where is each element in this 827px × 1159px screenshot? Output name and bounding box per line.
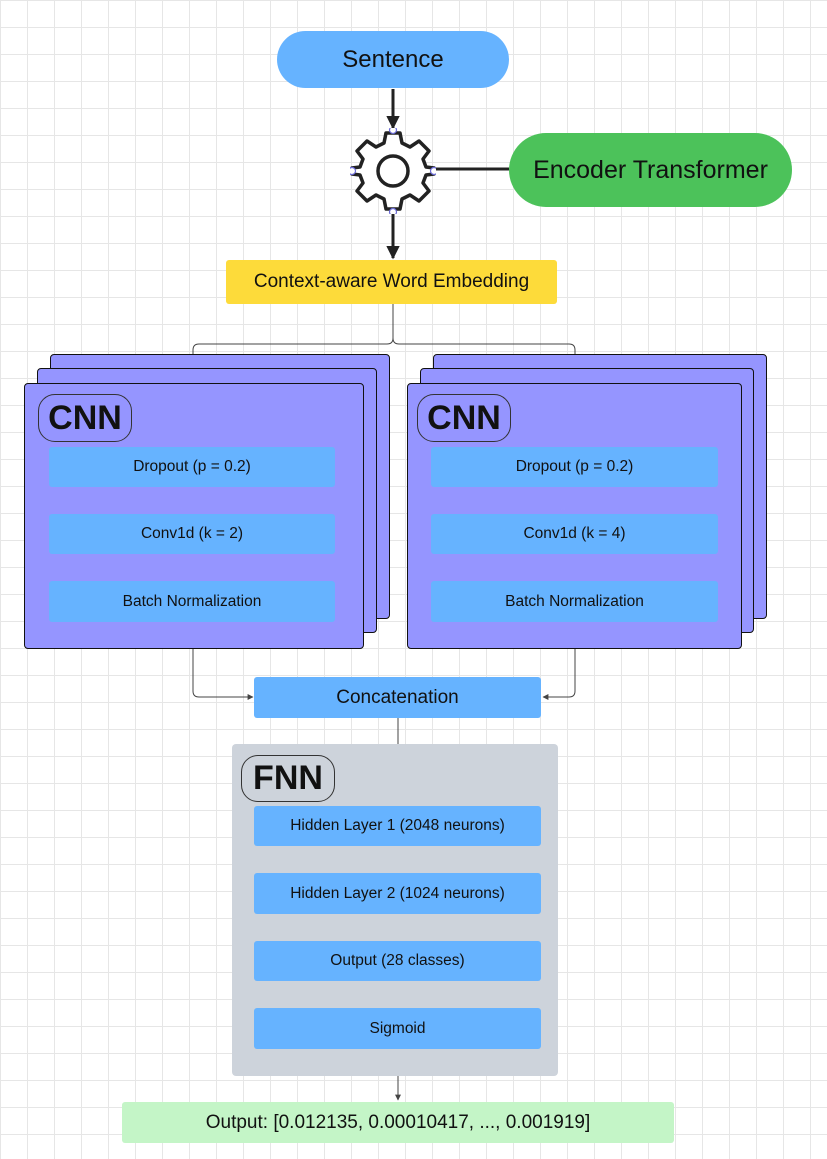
cnn-right-batchnorm: Batch Normalization	[431, 581, 718, 622]
embedding-node: Context-aware Word Embedding	[226, 260, 557, 304]
arrow-embedding-to-cnn-left	[190, 304, 394, 446]
encoder-transformer-node: Encoder Transformer	[509, 133, 792, 207]
cnn-right-dropout: Dropout (p = 0.2)	[431, 447, 718, 487]
final-output-node: Output: [0.012135, 0.00010417, ..., 0.00…	[122, 1102, 674, 1143]
fnn-hidden-layer-1: Hidden Layer 1 (2048 neurons)	[254, 806, 541, 846]
gear-icon	[350, 128, 436, 214]
sentence-node: Sentence	[277, 31, 509, 88]
cnn-left-batchnorm: Batch Normalization	[49, 581, 335, 622]
cnn-right-conv1d: Conv1d (k = 4)	[431, 514, 718, 554]
cnn-right-title: CNN	[417, 394, 511, 442]
arrow-right-bn-to-concat	[542, 622, 576, 700]
concatenation-node: Concatenation	[254, 677, 541, 718]
fnn-output-layer: Output (28 classes)	[254, 941, 541, 981]
arrow-left-bn-to-concat	[192, 622, 254, 700]
cnn-left-dropout: Dropout (p = 0.2)	[49, 447, 335, 487]
cnn-left-conv1d: Conv1d (k = 2)	[49, 514, 335, 554]
fnn-sigmoid: Sigmoid	[254, 1008, 541, 1049]
fnn-hidden-layer-2: Hidden Layer 2 (1024 neurons)	[254, 873, 541, 914]
fnn-title: FNN	[241, 755, 335, 802]
arrow-embedding-to-cnn-right	[392, 337, 578, 446]
cnn-left-title: CNN	[38, 394, 132, 442]
